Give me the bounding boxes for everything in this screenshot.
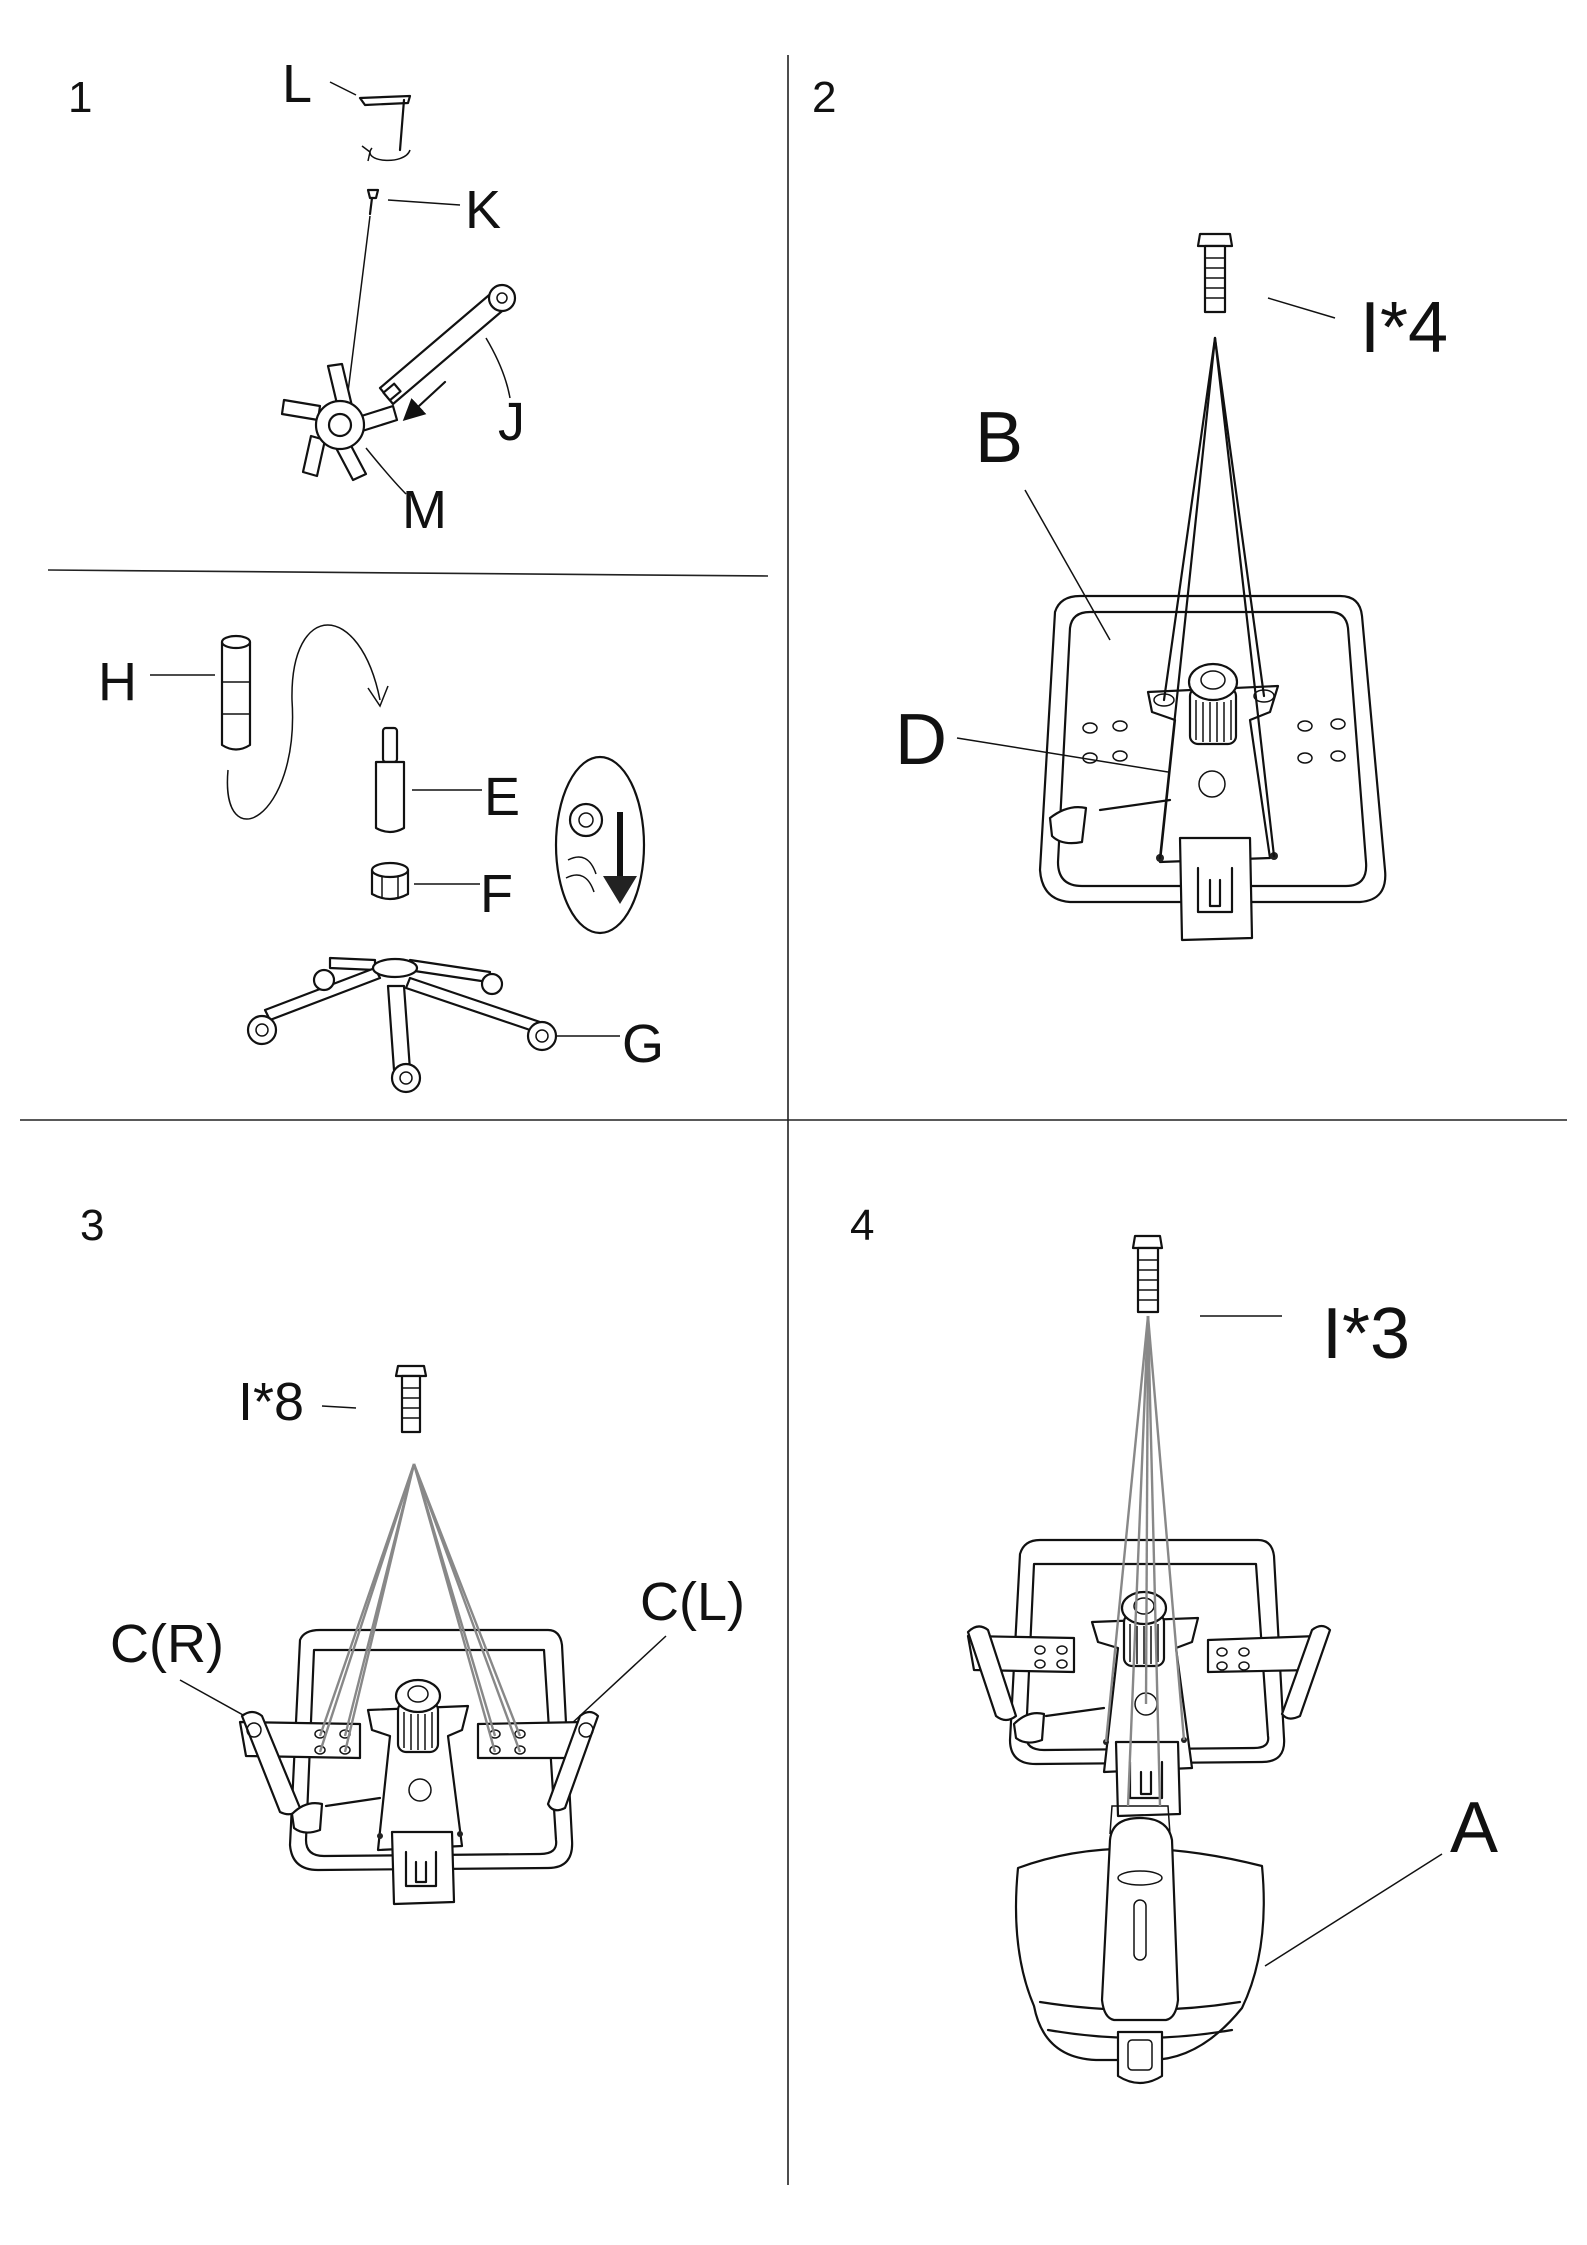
screw-icon: [368, 190, 378, 214]
step2-seat-mechanism: I*4 B: [895, 234, 1448, 940]
gas-lift-cover: [222, 636, 250, 750]
hex-key-icon: [360, 96, 410, 161]
label-I8: I*8: [238, 1372, 304, 1432]
base-ring: [372, 863, 408, 899]
step-number-4: 4: [850, 1201, 874, 1250]
label-A: A: [1450, 1788, 1498, 1868]
push-down-arrow-icon: [603, 812, 637, 904]
label-I4: I*4: [1360, 288, 1448, 368]
label-H: H: [98, 652, 137, 712]
label-I3: I*3: [1322, 1294, 1410, 1374]
tilt-mechanism: [1148, 664, 1278, 940]
label-M: M: [402, 480, 447, 540]
step1-base-assembly: H E F: [98, 625, 664, 1092]
five-star-base: [248, 958, 556, 1092]
gas-lift-cylinder: [376, 728, 404, 832]
armrest-bar: [380, 285, 515, 404]
bolt-icon: [396, 1366, 426, 1432]
bolt-icon: [1133, 1236, 1162, 1312]
step3-armrest-brackets: I*8 C(R) C(L): [110, 1366, 745, 1904]
label-CR: C(R): [110, 1614, 224, 1674]
label-D: D: [895, 700, 947, 780]
label-E: E: [484, 767, 520, 827]
armrest-bracket-right: [968, 1626, 1074, 1720]
label-K: K: [465, 180, 501, 240]
adjustment-lever: [292, 1798, 380, 1833]
label-F: F: [480, 864, 513, 924]
step-number-1: 1: [68, 73, 92, 122]
armrest-bracket-left: [478, 1712, 598, 1810]
step4-backrest: I*3: [968, 1236, 1498, 2083]
step-number-3: 3: [80, 1201, 104, 1250]
star-bracket: [282, 364, 397, 480]
bolt-icon: [1198, 234, 1232, 312]
backrest: [1016, 1806, 1264, 2083]
step1-armrest-attachment: L K J M: [282, 54, 525, 540]
adjustment-lever: [1050, 800, 1170, 843]
armrest-bracket-left: [1208, 1626, 1330, 1719]
push-down-detail: [556, 757, 644, 933]
panel-separators: [20, 55, 1567, 2185]
label-J: J: [498, 392, 525, 452]
armrest-bracket-right: [240, 1712, 360, 1814]
label-B: B: [975, 398, 1023, 478]
label-CL: C(L): [640, 1572, 745, 1632]
label-G: G: [622, 1014, 664, 1074]
label-L: L: [282, 54, 312, 114]
step-number-2: 2: [812, 73, 836, 122]
